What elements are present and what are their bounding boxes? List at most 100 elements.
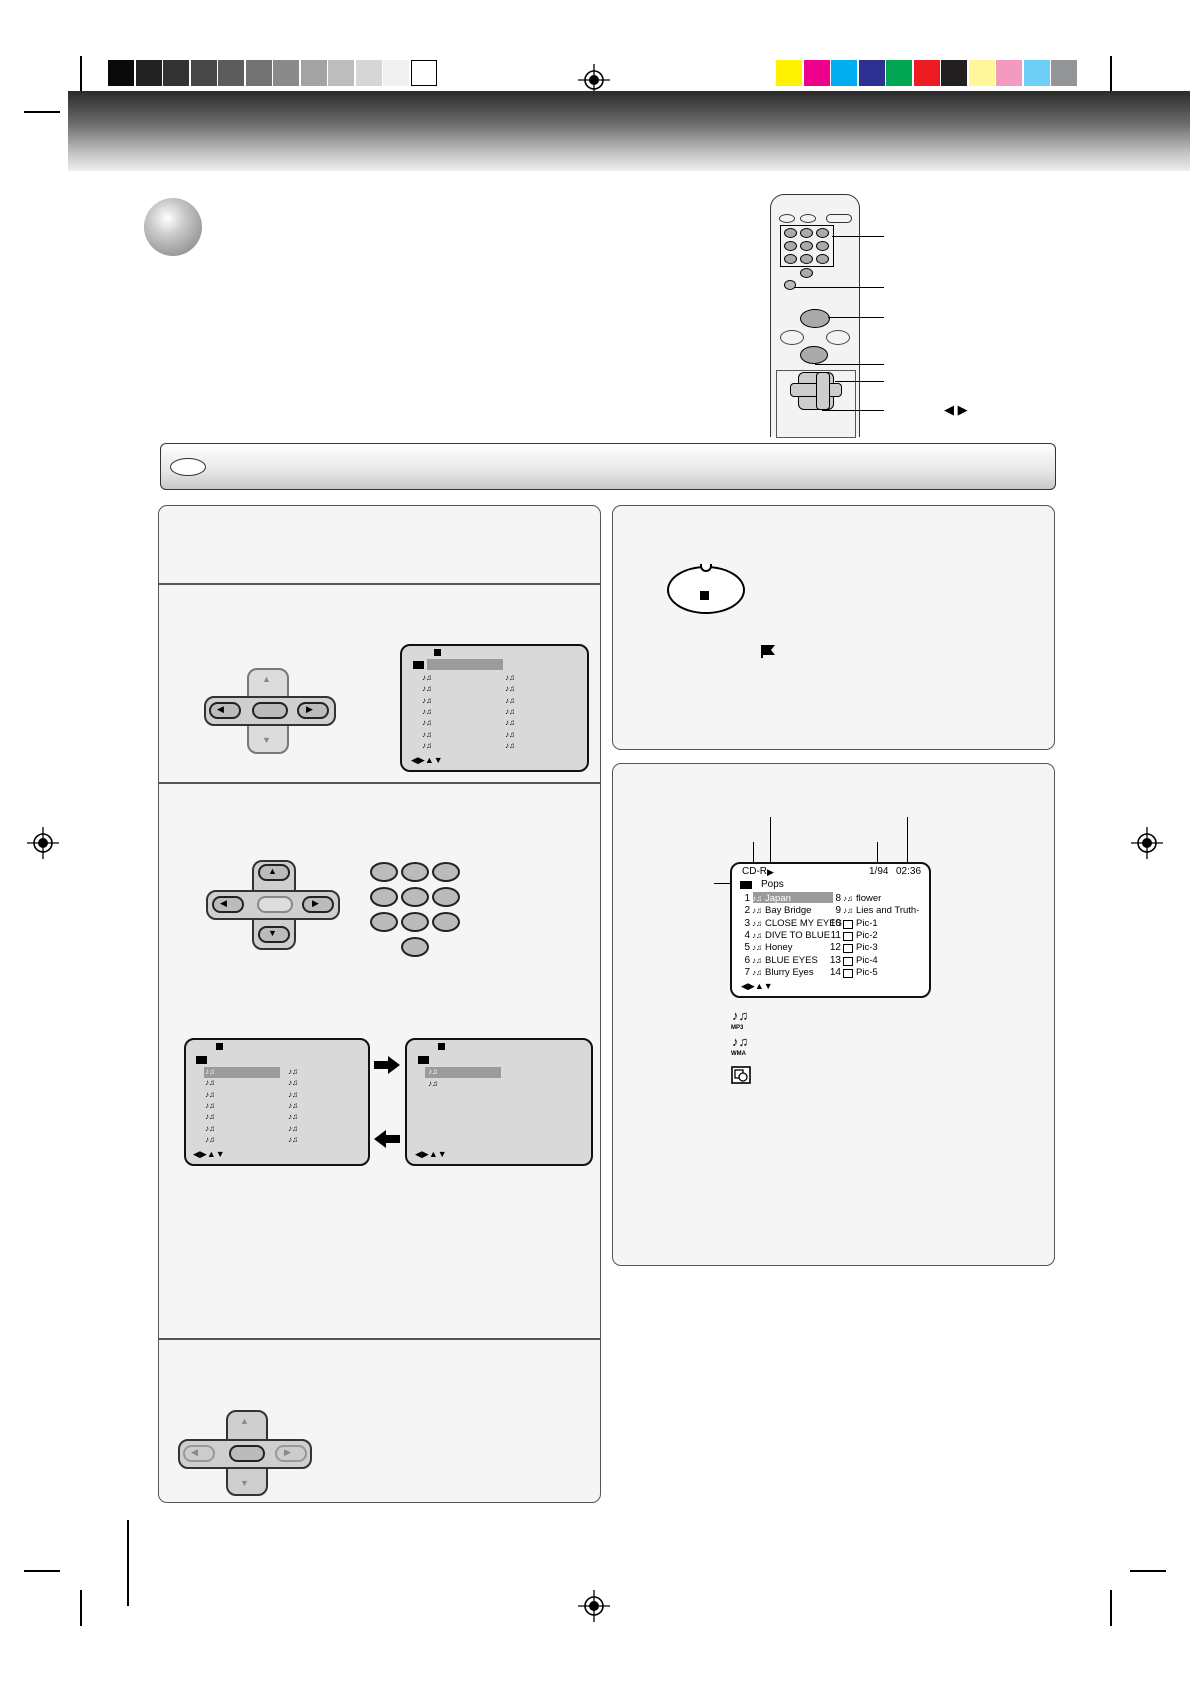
stop-icon <box>216 1043 223 1050</box>
mp3-icon: ♪♫ <box>288 1112 298 1122</box>
track-name: Pic-4 <box>856 954 878 966</box>
navigation-arrows: ◀▶▲▼ <box>193 1149 225 1159</box>
bookmark-icon <box>761 645 775 658</box>
mp3-icon: ♪♫ <box>428 1067 438 1076</box>
track-name: Pic-3 <box>856 942 878 954</box>
remote-number-key <box>816 241 829 251</box>
number-key <box>370 912 398 932</box>
section-bullet-sphere <box>144 198 202 256</box>
mp3-icon: ♪♫ <box>752 967 762 977</box>
number-key <box>432 887 460 907</box>
stop-icon <box>700 591 709 600</box>
color-swatch <box>996 60 1022 86</box>
track-name: Lies and Truth- <box>856 905 920 917</box>
remote-number-key <box>800 254 813 264</box>
track-number: 11 <box>830 929 841 941</box>
track-number: 2 <box>744 905 750 917</box>
track-name: Pic-1 <box>856 917 878 929</box>
mp3-icon: ♪♫ <box>205 1089 215 1099</box>
track-number: 7 <box>744 966 750 978</box>
number-key <box>401 887 429 907</box>
crop-mark <box>1110 56 1112 96</box>
section-title-bar <box>160 443 1056 490</box>
mp3-icon: ♪♫ <box>505 729 515 739</box>
stop-button-notch <box>700 564 712 572</box>
track-name: Honey <box>765 942 793 954</box>
navigation-arrows: ◀▶▲▼ <box>415 1149 447 1159</box>
mp3-icon: ♪♫ <box>752 955 762 965</box>
mp3-icon: ♪♫ <box>843 894 853 903</box>
track-name: CLOSE MY EYES <box>765 917 842 929</box>
track-number: 13 <box>829 954 841 966</box>
callout-line <box>770 817 772 864</box>
color-swatch <box>886 60 912 86</box>
gray-swatch <box>108 60 134 86</box>
track-number: 3 <box>744 917 750 929</box>
color-swatch <box>968 60 995 86</box>
track-number: 1 <box>744 893 750 904</box>
mp3-icon: ♪♫ <box>843 906 853 916</box>
callout-line <box>753 842 755 864</box>
track-number: 10 <box>829 917 841 929</box>
track-number: 14 <box>829 966 841 978</box>
track-name: Pic-2 <box>856 929 878 941</box>
number-key <box>432 912 460 932</box>
mp3-icon: ♪♫ <box>288 1089 298 1099</box>
registration-target-icon <box>578 64 610 96</box>
crop-mark <box>127 1520 129 1606</box>
menu-screen-folder-list <box>184 1038 370 1166</box>
stop-button <box>667 566 745 614</box>
gray-swatch <box>300 60 327 86</box>
example-playback-screen <box>730 862 931 998</box>
remote-number-key <box>800 268 813 278</box>
track-name: BLUE EYES <box>765 954 818 966</box>
disc-type-badge <box>170 458 206 476</box>
callout-line <box>714 883 738 885</box>
remote-number-key <box>784 228 797 238</box>
mp3-icon: ♪♫ <box>205 1123 215 1133</box>
mp3-icon: ♪♫ <box>752 943 762 953</box>
folder-name: Pops <box>761 879 784 890</box>
remote-left-right-arrows: ◀ ▶ <box>944 402 968 417</box>
gray-swatch <box>410 60 437 86</box>
mp3-icon: ♪♫ <box>422 740 432 750</box>
gray-swatch <box>355 60 382 86</box>
stop-icon <box>434 649 441 656</box>
mp3-icon: ♪♫ <box>205 1067 215 1076</box>
jpeg-icon <box>731 1066 751 1084</box>
color-swatch <box>831 60 857 86</box>
color-swatch <box>858 60 885 86</box>
crop-mark <box>80 56 82 96</box>
number-key <box>401 862 429 882</box>
remote-number-key <box>800 228 813 238</box>
mp3-icon: ♪♫ <box>752 918 762 928</box>
mp3-icon: ♪♫ <box>505 695 515 705</box>
highlight-bar <box>204 1067 280 1078</box>
color-swatch <box>1051 60 1077 86</box>
folder-icon <box>418 1056 429 1064</box>
number-key <box>370 862 398 882</box>
navigation-arrows: ◀▶▲▼ <box>411 755 443 765</box>
gray-swatch <box>190 60 217 86</box>
gray-swatch <box>218 60 244 86</box>
mp3-icon: ♪♫ <box>505 673 515 682</box>
highlight-bar <box>427 659 503 670</box>
screen-info-panel <box>612 763 1055 1266</box>
mp3-icon: ♪♫ <box>422 684 432 694</box>
track-name: Pic-5 <box>856 966 878 978</box>
color-swatch <box>913 60 940 86</box>
crop-mark <box>24 1570 60 1572</box>
mp3-icon: ♪♫ <box>205 1112 215 1122</box>
jpeg-icon <box>843 956 853 966</box>
crop-mark <box>1110 1590 1112 1626</box>
remote-number-key <box>784 254 797 264</box>
mp3-icon: ♪♫ <box>205 1100 215 1110</box>
track-counter: 1/94 <box>869 866 889 877</box>
jpeg-icon <box>843 931 853 941</box>
elapsed-time: 02:36 <box>896 866 922 877</box>
jpeg-icon <box>843 944 853 954</box>
crop-mark <box>80 1590 82 1626</box>
step-divider <box>159 782 600 784</box>
mp3-icon: ♪♫ <box>288 1100 298 1110</box>
remote-number-key <box>816 254 829 264</box>
